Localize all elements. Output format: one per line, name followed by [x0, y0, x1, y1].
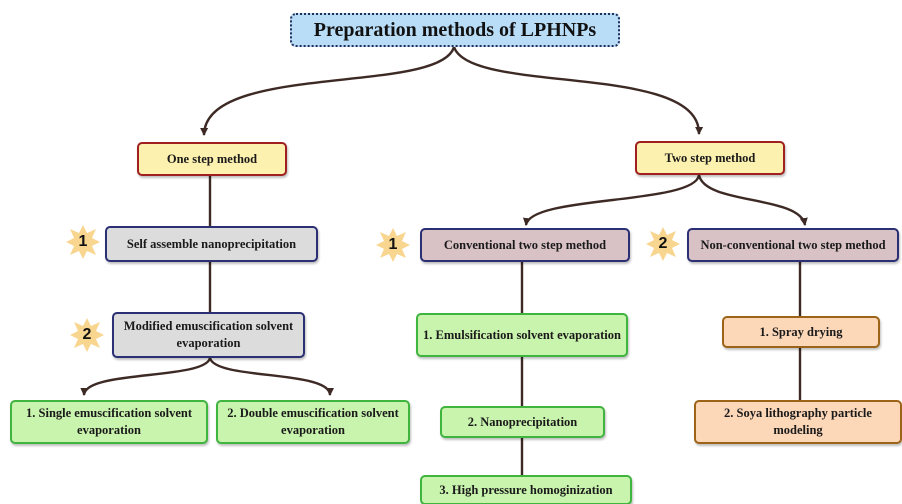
diagram-title: Preparation methods of LPHNPs	[290, 13, 620, 47]
arrow-to-conventional	[523, 174, 701, 226]
arrow-to-single	[80, 357, 212, 396]
emulsification-solvent-evaporation-box: 1. Emulsification solvent evaporation	[416, 313, 628, 357]
number-badge: 1	[376, 228, 410, 262]
arrow-to-double	[208, 357, 334, 396]
number-badge: 1	[66, 225, 100, 259]
arrow-to-nonconventional	[697, 174, 808, 226]
soya-lithography-box: 2. Soya lithography particle modeling	[694, 400, 902, 444]
conventional-two-step-box: Conventional two step method	[420, 228, 630, 262]
single-emuscification-box: 1. Single emuscification solvent evapora…	[10, 400, 208, 444]
one-step-method-box: One step method	[137, 142, 287, 176]
spray-drying-box: 1. Spray drying	[722, 316, 880, 348]
double-emuscification-box: 2. Double emuscification solvent evapora…	[216, 400, 410, 444]
two-step-method-box: Two step method	[635, 141, 785, 175]
arrow-to-two-step	[452, 46, 704, 135]
high-pressure-homoginization-box: 3. High pressure homoginization	[420, 475, 632, 504]
number-badge: 2	[646, 227, 680, 261]
self-assemble-nanoprecipitation-box: Self assemble nanoprecipitation	[105, 226, 318, 262]
nanoprecipitation-box: 2. Nanoprecipitation	[440, 406, 605, 438]
modified-emuscification-box: Modified emuscification solvent evaporat…	[112, 312, 305, 358]
number-badge: 2	[70, 318, 104, 352]
non-conventional-two-step-box: Non-conventional two step method	[687, 228, 899, 262]
arrow-to-one-step	[200, 46, 456, 136]
